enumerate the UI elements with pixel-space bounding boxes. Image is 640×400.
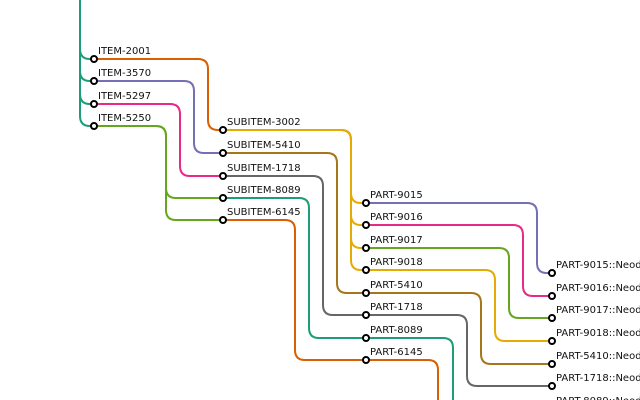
part-node-3[interactable]	[362, 266, 370, 274]
leaf-node-3[interactable]	[548, 337, 556, 345]
subitem-label-4: SUBITEM-6145	[227, 207, 301, 218]
subitem-node-4[interactable]	[219, 216, 227, 224]
item-subitem-wire-1	[94, 80, 223, 154]
subitem-label-3: SUBITEM-8089	[227, 185, 301, 196]
leaf-label-6: PART-8089::Neod	[556, 396, 640, 400]
leaf-label-1: PART-9016::Neod	[556, 283, 640, 294]
part-node-4[interactable]	[362, 289, 370, 297]
subitem-part-wire-4	[223, 152, 366, 294]
leaf-node-2[interactable]	[548, 314, 556, 322]
part-label-5: PART-1718	[370, 302, 423, 313]
part-6145-continuation-wire	[366, 359, 439, 400]
item-label-2: ITEM-5297	[98, 91, 151, 102]
leaf-label-0: PART-9015::Neod	[556, 260, 640, 271]
subitem-part-wire-6	[223, 197, 366, 339]
item-subitem-wire-0	[94, 58, 223, 131]
item-node-2[interactable]	[90, 100, 98, 108]
item-subitem-wire-3	[94, 125, 223, 199]
part-node-0[interactable]	[362, 199, 370, 207]
item-label-1: ITEM-3570	[98, 68, 151, 79]
connector-wires	[79, 0, 552, 400]
item-subitem-wire-4	[94, 125, 223, 221]
part-label-3: PART-9018	[370, 257, 423, 268]
subitem-node-0[interactable]	[219, 126, 227, 134]
part-label-7: PART-6145	[370, 347, 423, 358]
leaf-node-5[interactable]	[548, 382, 556, 390]
part-leaf-wire-5	[366, 314, 552, 387]
subitem-node-3[interactable]	[219, 194, 227, 202]
part-node-5[interactable]	[362, 311, 370, 319]
subitem-label-0: SUBITEM-3002	[227, 117, 301, 128]
root-branch-wire-0	[79, 39, 94, 60]
leaf-label-2: PART-9017::Neod	[556, 305, 640, 316]
part-label-1: PART-9016	[370, 212, 423, 223]
item-label-3: ITEM-5250	[98, 113, 151, 124]
part-leaf-wire-2	[366, 247, 552, 319]
subitem-label-1: SUBITEM-5410	[227, 140, 301, 151]
subitem-label-2: SUBITEM-1718	[227, 163, 301, 174]
part-label-0: PART-9015	[370, 190, 423, 201]
subitem-node-1[interactable]	[219, 149, 227, 157]
leaf-node-1[interactable]	[548, 292, 556, 300]
part-leaf-wire-6	[366, 337, 455, 400]
item-node-1[interactable]	[90, 77, 98, 85]
item-subitem-wire-2	[94, 103, 223, 177]
item-node-3[interactable]	[90, 122, 98, 130]
leaf-node-0[interactable]	[548, 269, 556, 277]
part-label-2: PART-9017	[370, 235, 423, 246]
tree-nodes	[90, 55, 556, 390]
part-node-7[interactable]	[362, 356, 370, 364]
part-leaf-wire-3	[366, 269, 552, 342]
part-label-6: PART-8089	[370, 325, 423, 336]
subitem-part-wire-7	[223, 219, 366, 361]
leaf-label-3: PART-9018::Neod	[556, 328, 640, 339]
part-node-6[interactable]	[362, 334, 370, 342]
part-label-4: PART-5410	[370, 280, 423, 291]
part-node-1[interactable]	[362, 221, 370, 229]
part-node-2[interactable]	[362, 244, 370, 252]
leaf-node-4[interactable]	[548, 360, 556, 368]
item-node-0[interactable]	[90, 55, 98, 63]
subitem-part-wire-5	[223, 175, 366, 316]
item-label-0: ITEM-2001	[98, 46, 151, 57]
root-branch-wire-1	[79, 61, 94, 82]
part-leaf-wire-1	[366, 224, 552, 297]
leaf-label-5: PART-1718::Neod	[556, 373, 640, 384]
root-branch-wire-2	[79, 84, 94, 105]
subitem-part-wire-3	[223, 129, 366, 271]
part-leaf-wire-0	[366, 202, 552, 274]
leaf-label-4: PART-5410::Neod	[556, 351, 640, 362]
subitem-node-2[interactable]	[219, 172, 227, 180]
root-trunk-wire	[79, 0, 94, 127]
part-leaf-wire-4	[366, 292, 552, 365]
